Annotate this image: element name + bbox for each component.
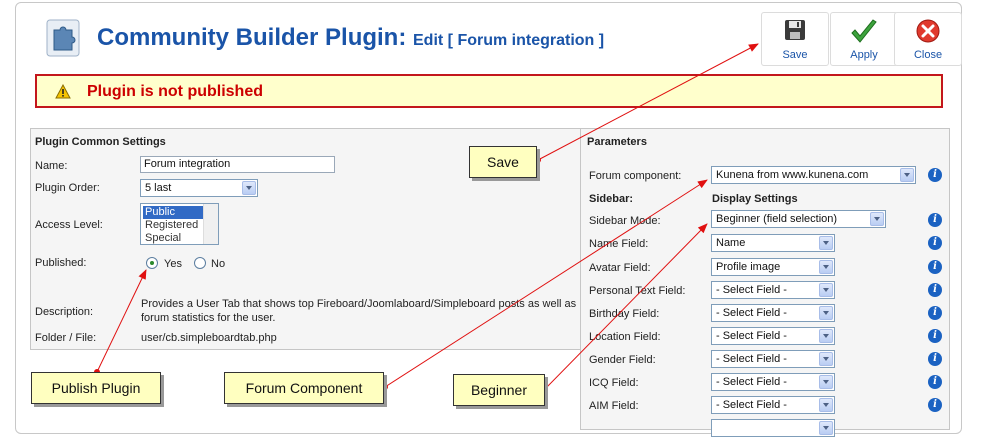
access-option-registered[interactable]: Registered: [145, 219, 199, 231]
published-label: Published:: [35, 257, 87, 269]
info-icon[interactable]: i: [928, 260, 942, 274]
display-settings-heading: Display Settings: [712, 193, 798, 205]
next-field-select-partial[interactable]: [711, 419, 835, 437]
name-label: Name:: [35, 160, 68, 172]
forum-component-label: Forum component:: [589, 170, 682, 182]
sidebar-mode-select[interactable]: Beginner (field selection): [711, 210, 886, 228]
info-icon[interactable]: i: [928, 283, 942, 297]
access-option-public[interactable]: Public: [143, 206, 205, 219]
published-yes-label: Yes: [164, 258, 182, 270]
plugin-order-select[interactable]: 5 last: [140, 179, 258, 197]
parameters-heading: Parameters: [587, 136, 647, 148]
chevron-down-icon[interactable]: [819, 421, 833, 435]
access-option-special[interactable]: Special: [145, 232, 182, 244]
page-subtitle: Edit [ Forum integration ]: [413, 32, 605, 49]
field-select-value: - Select Field -: [716, 284, 787, 296]
info-icon[interactable]: i: [928, 236, 942, 250]
name-field-label: Name Field:: [589, 238, 649, 250]
icq-field-label: ICQ Field:: [589, 377, 639, 389]
folder-file-label: Folder / File:: [35, 332, 97, 344]
sidebar-heading: Sidebar:: [589, 193, 634, 205]
access-level-label: Access Level:: [35, 219, 103, 231]
puzzle-icon: [45, 18, 81, 58]
published-no-label: No: [211, 258, 226, 270]
apply-button[interactable]: Apply: [830, 12, 898, 66]
chevron-down-icon[interactable]: [870, 212, 884, 226]
field-select-value: - Select Field -: [716, 330, 787, 342]
name-input[interactable]: Forum integration: [140, 156, 335, 173]
callout-forum-component: Forum Component: [224, 372, 384, 404]
published-no-radio[interactable]: [194, 257, 206, 269]
common-settings-heading: Plugin Common Settings: [35, 136, 166, 148]
info-icon[interactable]: i: [928, 398, 942, 412]
close-icon: [916, 19, 940, 43]
field-select-value: - Select Field -: [716, 353, 787, 365]
location-field-select[interactable]: - Select Field -: [711, 327, 835, 345]
gender-field-label: Gender Field:: [589, 354, 656, 366]
info-icon[interactable]: i: [928, 168, 942, 182]
chevron-down-icon[interactable]: [819, 329, 833, 343]
unpublished-notice: Plugin is not published: [35, 74, 943, 108]
info-icon[interactable]: i: [928, 213, 942, 227]
warning-icon: [55, 84, 71, 99]
description-label: Description:: [35, 306, 94, 318]
forum-component-select[interactable]: Kunena from www.kunena.com: [711, 166, 916, 184]
field-select-value: - Select Field -: [716, 307, 787, 319]
page-title-main: Community Builder Plugin:: [97, 24, 407, 51]
aim-field-label: AIM Field:: [589, 400, 639, 412]
chevron-down-icon[interactable]: [242, 181, 256, 195]
close-button-label: Close: [913, 49, 943, 61]
description-line-1: Provides a User Tab that shows top Fireb…: [141, 298, 577, 310]
personal-text-field-select[interactable]: - Select Field -: [711, 281, 835, 299]
aim-field-select[interactable]: - Select Field -: [711, 396, 835, 414]
save-button[interactable]: Save: [761, 12, 829, 66]
close-button[interactable]: Close: [894, 12, 962, 66]
sidebar-mode-label: Sidebar Mode:: [589, 215, 661, 227]
chevron-down-icon[interactable]: [819, 398, 833, 412]
gender-field-select[interactable]: - Select Field -: [711, 350, 835, 368]
chevron-down-icon[interactable]: [819, 236, 833, 250]
field-select-value: - Select Field -: [716, 399, 787, 411]
icq-field-select[interactable]: - Select Field -: [711, 373, 835, 391]
callout-beginner: Beginner: [453, 374, 545, 406]
floppy-icon: [785, 20, 805, 40]
name-field-select[interactable]: Name: [711, 234, 835, 252]
chevron-down-icon[interactable]: [819, 352, 833, 366]
access-level-listbox[interactable]: Public Registered Special: [140, 203, 219, 245]
page-title: Community Builder Plugin: Edit [ Forum i…: [97, 24, 604, 52]
info-icon[interactable]: i: [928, 375, 942, 389]
chevron-down-icon[interactable]: [819, 375, 833, 389]
personal-text-field-label: Personal Text Field:: [589, 285, 686, 297]
avatar-field-select[interactable]: Profile image: [711, 258, 835, 276]
location-field-label: Location Field:: [589, 331, 661, 343]
chevron-down-icon[interactable]: [819, 306, 833, 320]
folder-file-value: user/cb.simpleboardtab.php: [141, 332, 277, 344]
sidebar-mode-value: Beginner (field selection): [716, 213, 838, 225]
save-button-label: Save: [782, 49, 808, 61]
plugin-order-label: Plugin Order:: [35, 182, 100, 194]
field-select-value: Name: [716, 237, 746, 249]
birthday-field-select[interactable]: - Select Field -: [711, 304, 835, 322]
field-select-value: - Select Field -: [716, 376, 787, 388]
forum-component-value: Kunena from www.kunena.com: [716, 169, 869, 181]
callout-publish-plugin: Publish Plugin: [31, 372, 161, 404]
published-yes-radio[interactable]: [146, 257, 158, 269]
listbox-scrollbar[interactable]: [203, 204, 218, 244]
notice-text: Plugin is not published: [87, 83, 263, 100]
apply-button-label: Apply: [850, 49, 878, 61]
info-icon[interactable]: i: [928, 306, 942, 320]
field-select-value: Profile image: [716, 261, 781, 273]
chevron-down-icon[interactable]: [900, 168, 914, 182]
avatar-field-label: Avatar Field:: [589, 262, 651, 274]
info-icon[interactable]: i: [928, 329, 942, 343]
chevron-down-icon[interactable]: [819, 260, 833, 274]
info-icon[interactable]: i: [928, 352, 942, 366]
checkmark-icon: [851, 19, 877, 43]
birthday-field-label: Birthday Field:: [589, 308, 660, 320]
chevron-down-icon[interactable]: [819, 283, 833, 297]
description-line-2: forum statistics for the user.: [141, 312, 276, 324]
callout-save: Save: [469, 146, 537, 178]
plugin-order-value: 5 last: [145, 182, 172, 194]
